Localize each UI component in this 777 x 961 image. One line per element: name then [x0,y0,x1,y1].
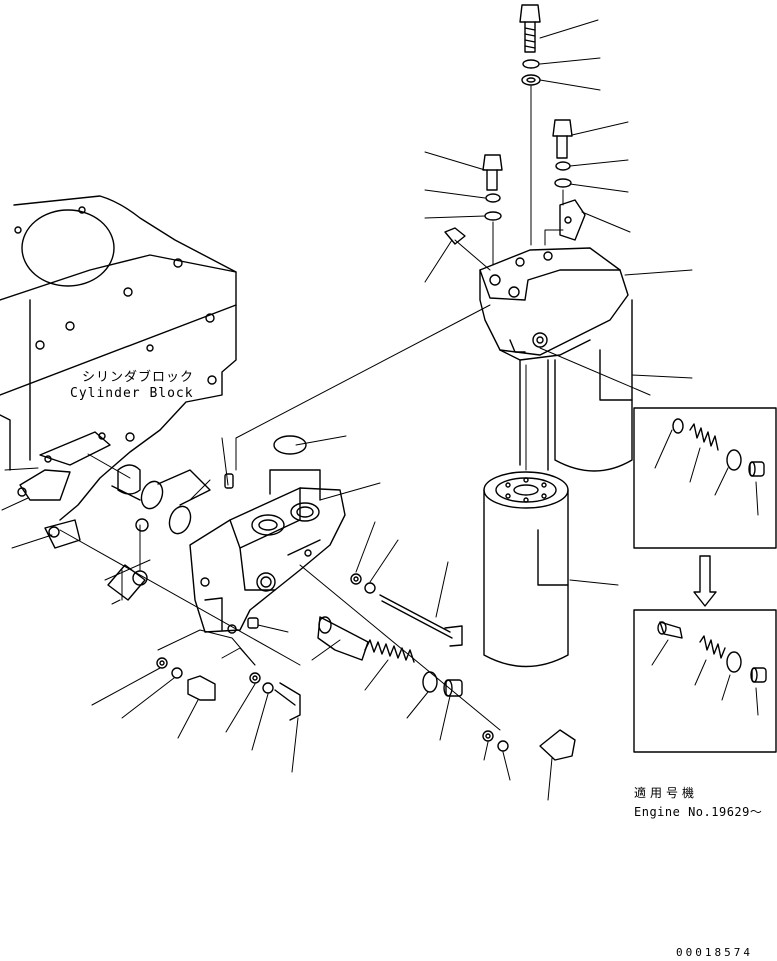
filter-head-upper [480,248,628,360]
washers-mid [351,574,375,593]
inset-box-after [634,610,776,752]
drawing-number: 00018574 [676,946,753,959]
relief-valve [318,617,368,660]
cylinder-block-label-en: Cylinder Block [70,386,194,401]
arrow-down-icon [694,556,716,606]
applicable-model-label: 適用号機 [634,786,699,800]
filter-head-housing [190,488,345,633]
cylinder-block-label-jp: シリンダブロック [82,370,195,385]
filter-element [484,472,568,667]
assembly-lines [60,86,650,730]
plug-valve [444,680,462,696]
long-bolt [380,595,462,646]
leader-lines [2,20,758,800]
o-ring-top [270,436,320,500]
engine-number-label: Engine No.19629～ [634,805,763,819]
bolts-lower-left [157,658,575,760]
spring [365,640,414,662]
inset-box-before [634,408,776,548]
bracket [560,200,585,240]
plug-small [108,474,258,628]
breather-plug [445,228,465,244]
bolt-top [520,5,540,85]
washer-valve [423,672,437,692]
bolt-left [483,155,502,220]
o-rings [138,470,210,537]
filter-canister-installed [520,300,632,471]
bolt-right [553,120,572,187]
cylinder-block [0,196,236,548]
